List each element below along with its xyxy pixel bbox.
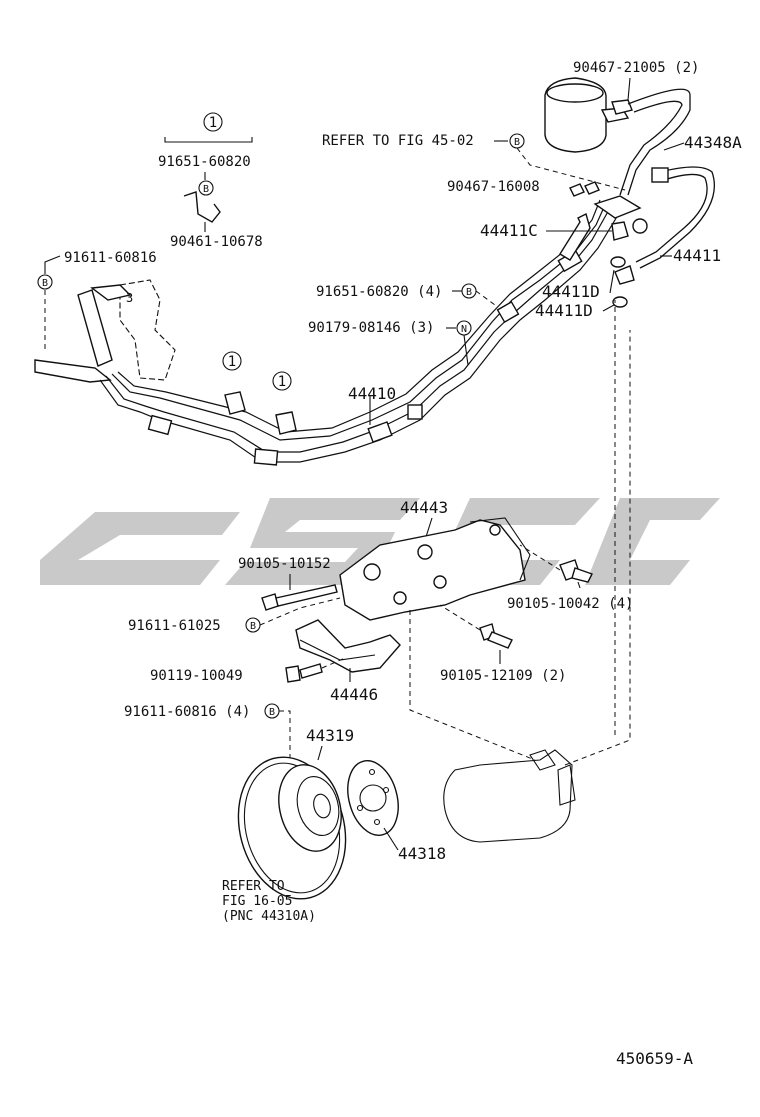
callout-44410: 44410: [348, 384, 396, 403]
marker-b-1: [198, 180, 214, 196]
reservoir: 90467-21005 (2): [544, 60, 699, 196]
callout-90179-08146: 90179-08146 (3): [308, 320, 434, 336]
marker-b-61025: B: [250, 621, 256, 632]
clamp-part-1: [183, 191, 221, 223]
refer-fig-45-02: REFER TO FIG 45-02 B: [322, 133, 626, 191]
callout-44319: 44319: [306, 726, 354, 745]
callout-44411c: 44411C: [480, 221, 538, 240]
callout-90461-10678: 90461-10678: [170, 234, 263, 250]
callout-90467-16008: 90467-16008: [447, 179, 540, 195]
callout-91611-60816: 91611-60816: [64, 250, 157, 266]
pulley-bolts-callout: 91611-60816 (4) B: [124, 703, 291, 760]
tube-assembly-44410: 44410: [99, 199, 619, 466]
marker-b-45-02: B: [514, 137, 520, 148]
group-1-bracket: [164, 137, 253, 143]
plate-44318: [347, 760, 399, 836]
steering-gear: 3: [34, 279, 176, 383]
callout-44318: 44318: [398, 844, 446, 863]
marker-b-1-text: B: [203, 184, 209, 195]
group-1-label: 1: [209, 115, 217, 131]
callout-90119-10049: 90119-10049: [150, 668, 243, 684]
pulley-assembly: 44319 44318: [237, 726, 446, 900]
left-bolt-callout: B 91611-60816: [37, 250, 157, 350]
callout-91651-60820: 91651-60820: [158, 154, 251, 170]
callout-90105-10152: 90105-10152: [238, 556, 331, 572]
bolts: 90105-10152 91611-61025 B 90119-10049 90…: [128, 544, 633, 684]
callout-44411: 44411: [673, 246, 721, 265]
reservoir-fittings: 90467-16008 44411C: [447, 179, 648, 308]
callout-44348a: 44348A: [684, 133, 742, 152]
marker-b-left: B: [42, 278, 48, 289]
callout-90105-10042: 90105-10042 (4): [507, 596, 633, 612]
callouts-44411d: 44411D 44411D: [535, 269, 615, 320]
gear-port-mark: 3: [126, 291, 133, 305]
callout-90467-21005: 90467-21005 (2): [573, 60, 699, 76]
pulley-44319: [278, 764, 342, 852]
callout-90105-12109: 90105-12109 (2): [440, 668, 566, 684]
refer-note-line1: REFER TO: [222, 879, 285, 894]
adjusting-bar-44446: 44446: [295, 619, 401, 704]
clamp-group-1: 1 91651-60820 B 90461-10678: [158, 112, 263, 250]
diagram-code: 450659-A: [616, 1049, 693, 1068]
tube-clamps: 1 1: [222, 351, 297, 435]
pump-bracket-44443: 44443: [339, 498, 531, 621]
marker-n: N: [461, 324, 467, 335]
hoses: 44348A 44411: [635, 133, 742, 269]
refer-note-line3: (PNC 44310A): [222, 909, 316, 924]
callout-refer-45-02: REFER TO FIG 45-02: [322, 133, 474, 149]
group-1-marker: [203, 112, 223, 132]
clamp-marker-1b: 1: [278, 374, 286, 390]
tube-fasteners: 91651-60820 (4) B 90179-08146 (3) N: [308, 283, 496, 366]
marker-b-tube: B: [466, 287, 472, 298]
clamp-marker-1a: 1: [228, 354, 236, 370]
callout-44446: 44446: [330, 685, 378, 704]
callout-91611-60816-4: 91611-60816 (4): [124, 704, 250, 720]
callout-44443: 44443: [400, 498, 448, 517]
marker-b-60816-4: B: [269, 707, 275, 718]
refer-note-line2: FIG 16-05: [222, 894, 292, 909]
vane-pump-reference: [409, 300, 631, 843]
callout-91651-60820-4: 91651-60820 (4): [316, 284, 442, 300]
callout-44411d-a: 44411D: [542, 282, 600, 301]
callout-44411d-b: 44411D: [535, 301, 593, 320]
refer-fig-16-05: REFER TO FIG 16-05 (PNC 44310A): [222, 879, 316, 924]
callout-91611-61025: 91611-61025: [128, 618, 221, 634]
